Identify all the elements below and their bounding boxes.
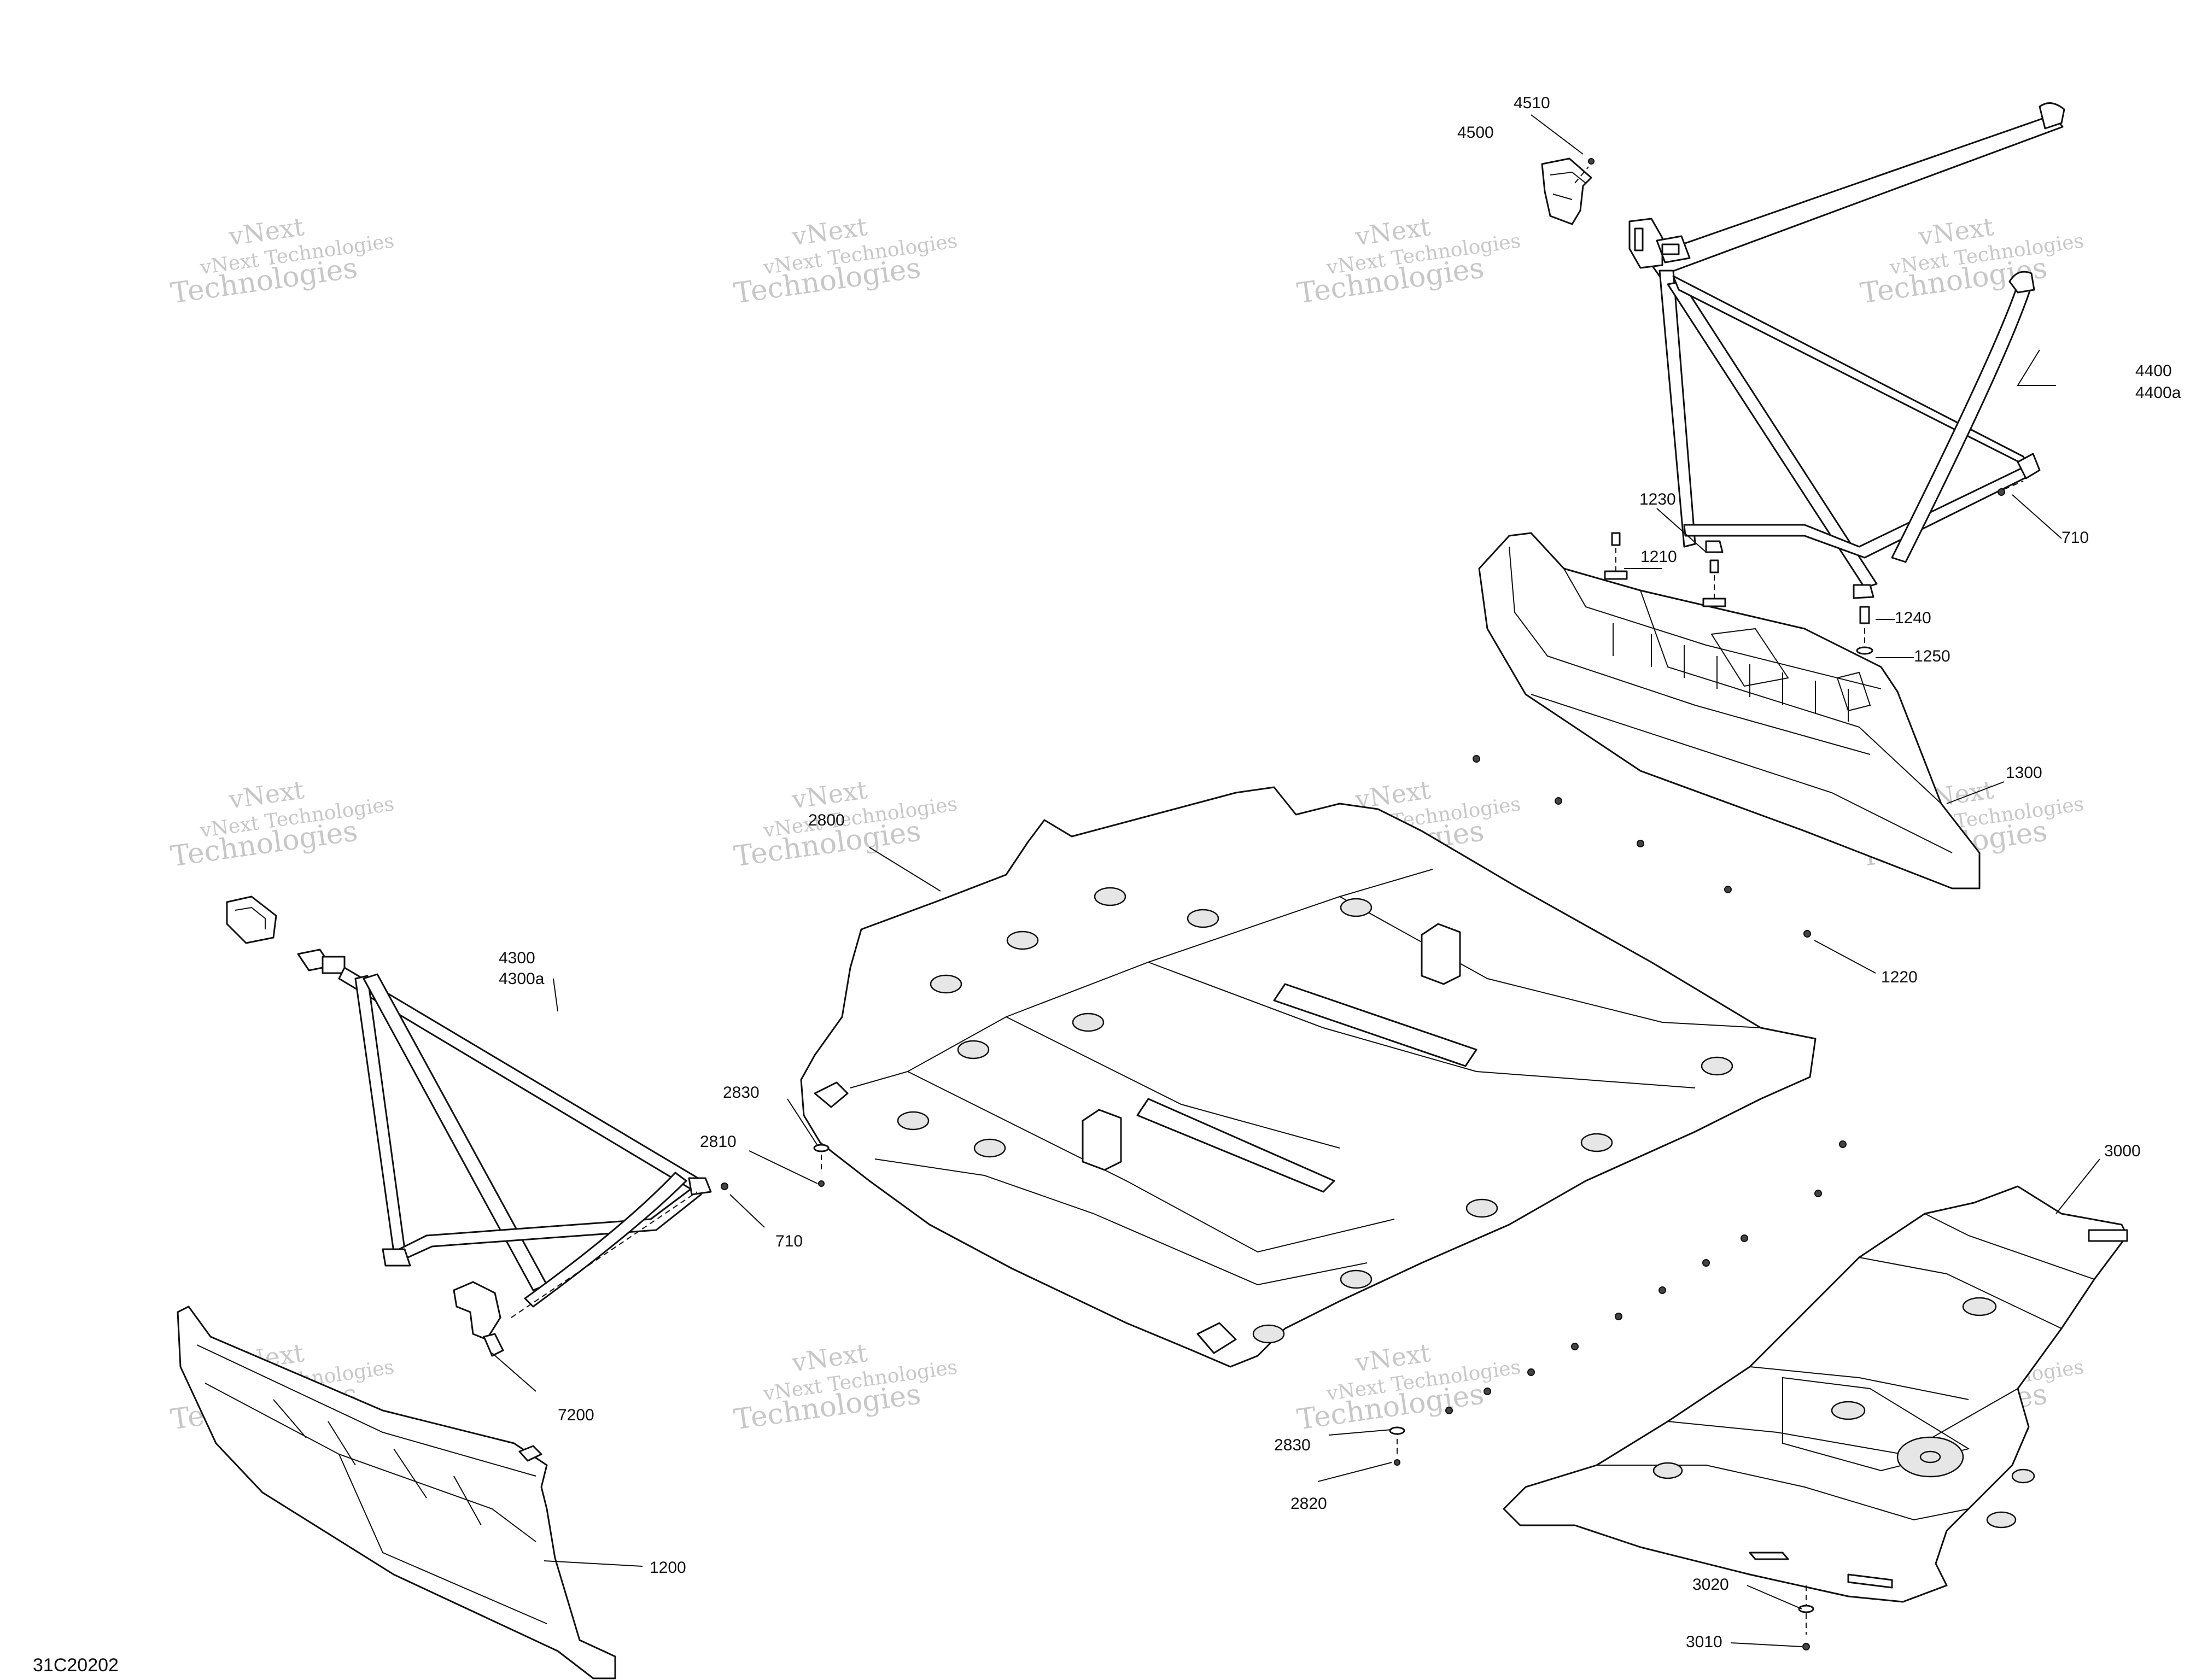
watermark: vNext vNext Technologies Technologies: [168, 212, 395, 311]
callout-1200: 1200: [650, 1559, 686, 1577]
harness-frame-4300: [226, 895, 712, 1308]
callout-4400: 4400: [2135, 362, 2172, 380]
callout-2810: 2810: [700, 1133, 737, 1151]
bracket-4500: [1541, 157, 1592, 225]
callout-4510: 4510: [1514, 94, 1550, 112]
callout-2830-bottom: 2830: [1274, 1436, 1311, 1454]
callout-3000: 3000: [2104, 1142, 2141, 1160]
fastener-710-icon: [1998, 488, 2005, 496]
watermark: vNext vNext Technologies Technologies: [1858, 212, 2085, 311]
screw-4510-icon: [1588, 158, 1595, 165]
callout-3020: 3020: [1692, 1576, 1729, 1594]
callout-2800: 2800: [808, 811, 845, 829]
callout-1220: 1220: [1881, 968, 1918, 986]
leader-lines: [492, 114, 2100, 1647]
callout-1250: 1250: [1914, 647, 1950, 665]
plate-3000-tab: [2088, 1229, 2128, 1242]
skid-plate-3000: [1503, 1185, 2128, 1603]
callout-2820: 2820: [1290, 1495, 1327, 1513]
side-panel-1200: [177, 1306, 616, 1679]
side-panel-1300: [1478, 532, 1981, 889]
callout-1300: 1300: [2006, 764, 2042, 782]
callout-4400a: 4400a: [2135, 384, 2181, 402]
callout-4300: 4300: [499, 949, 535, 967]
fasteners-2800-bottom: [1389, 1426, 1405, 1466]
fasteners-1200-group: [1604, 532, 1873, 655]
callout-labels: 4510 4500 4400 4400a 710 1230 1210 1240 …: [499, 94, 2181, 1651]
rivets-3000: [1445, 1140, 1847, 1414]
watermark: vNext vNext Technologies Technologies: [168, 775, 395, 874]
harness-frame-4400: [1628, 102, 2065, 599]
fastener-710-left-icon: [721, 1183, 728, 1190]
bracket-7200: [453, 1281, 504, 1357]
callout-1210: 1210: [1640, 548, 1677, 566]
rivets-1220: [1473, 755, 1811, 938]
callout-7200: 7200: [558, 1406, 594, 1424]
skid-plate-2800: [800, 786, 1817, 1368]
callout-710-top: 710: [2061, 529, 2089, 547]
callout-1240: 1240: [1895, 609, 1931, 627]
fasteners-2800-left: [813, 1144, 830, 1187]
callout-2830-left: 2830: [723, 1084, 760, 1102]
watermark: vNext vNext Technologies Technologies: [732, 1338, 959, 1437]
callout-3010: 3010: [1686, 1633, 1722, 1651]
watermark: vNext vNext Technologies Technologies: [732, 212, 959, 311]
watermark: vNext vNext Technologies Technologies: [1295, 212, 1522, 311]
document-id: 31C20202: [33, 1655, 119, 1676]
callout-4300a: 4300a: [499, 970, 545, 988]
fasteners-3000: [1798, 1585, 1814, 1650]
callout-4500: 4500: [1457, 124, 1494, 142]
callout-1230: 1230: [1639, 490, 1676, 508]
callout-710-left: 710: [775, 1232, 803, 1250]
watermark: vNext vNext Technologies Technologies: [1295, 1338, 1522, 1437]
